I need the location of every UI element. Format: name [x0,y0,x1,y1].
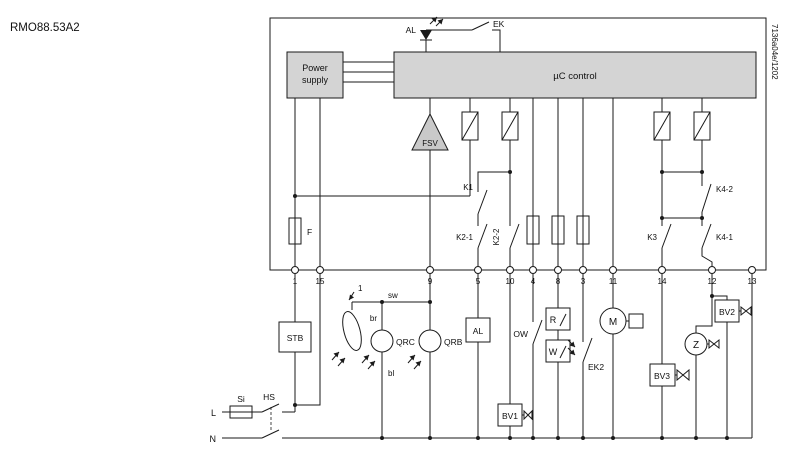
si-fuse-label: Si [237,394,245,404]
alarm-lamp-box [465,317,491,343]
internal-wiring [294,21,713,270]
terminal-label-8: 8 [556,277,561,286]
thermostat-r-label: R [550,315,557,325]
bv3-label: BV3 [654,371,670,381]
motor-aux-box [628,313,644,329]
wire-bl-label: bl [388,369,394,378]
terminal-3 [579,266,587,274]
fsv-triangle [411,112,449,151]
bv2-label: BV2 [719,307,735,317]
bv1-valve-icon [522,409,533,421]
relay-k4-1-label: K4-1 [716,233,733,242]
relay-coils [461,111,711,141]
junction-dots [293,170,729,440]
terminal-13 [748,266,756,274]
flame-sensor-body [342,311,362,351]
ow-contact-label: OW [513,329,528,339]
alarm-lamp-label: AL [473,326,484,336]
uc-control-label: µC control [553,71,597,82]
input-interface-boxes [526,215,590,245]
terminal-15 [316,266,324,274]
power-supply-label-1: Power [302,63,328,73]
thermostat-w-label: W [549,347,558,357]
motor-label: M [609,317,617,328]
terminal-label-5: 5 [476,277,481,286]
terminal-label-4: 4 [531,277,536,286]
bv3-valve-icon [675,368,690,382]
external-wiring [222,270,753,439]
wire-br-label: br [370,314,377,323]
terminal-label-15: 15 [316,277,325,286]
terminal-label-9: 9 [428,277,433,286]
terminal-label-12: 12 [708,277,717,286]
qrb-detector-icon [418,329,442,353]
qrc-label: QRC [396,337,415,347]
terminal-label-3: 3 [581,277,586,286]
fuse-icon [288,217,302,245]
line-label: L [211,408,216,418]
si-fuse-icon [229,405,253,419]
ignition-spark-icon [707,338,720,350]
terminal-label-13: 13 [748,277,757,286]
terminal-8 [554,266,562,274]
motor-icon [599,307,627,335]
terminal-12 [708,266,716,274]
controller-outline [269,17,767,271]
ek2-label: EK2 [588,362,604,372]
thermostat-r-box [545,307,571,331]
alarm-led-icon [420,16,444,41]
wire-sw-label: sw [388,291,398,300]
terminal-label-1: 1 [293,277,298,286]
terminal-11 [609,266,617,274]
power-supply-label-2: supply [302,75,329,85]
main-switch-label: HS [263,392,275,402]
terminal-label-10: 10 [506,277,515,286]
uc-control-block [393,51,757,99]
page-title: RMO88.53A2 [10,22,80,34]
alarm-led-label: AL [406,25,417,35]
thermostat-w-box [545,339,571,363]
terminal-label-14: 14 [658,277,667,286]
relay-k2-2-label: K2-2 [492,228,501,245]
doc-reference: 7136a04e/1202 [770,24,779,80]
terminal-4 [529,266,537,274]
bv2-valve-icon [739,305,752,317]
stb-label: STB [287,333,304,343]
power-supply-block [286,51,344,99]
fsv-label: FSV [422,139,438,148]
bv1-label: BV1 [502,411,518,421]
terminal-10 [506,266,514,274]
neutral-label: N [210,434,217,444]
terminal-1 [291,266,299,274]
terminal-row: 1 15 9 5 10 4 8 3 11 14 12 13 [291,266,757,286]
ek2-icon [567,339,576,356]
relay-k3-label: K3 [647,233,657,242]
terminal-label-11: 11 [609,277,618,286]
terminal-14 [658,266,666,274]
fuse-label: F [307,227,312,237]
flame-note-label: 1 [358,284,363,293]
stb-box [278,321,312,353]
reset-button-label: EK [493,19,505,29]
relay-k2-1-label: K2-1 [456,233,473,242]
ignition-label: Z [693,340,699,351]
qrb-label: QRB [444,337,463,347]
qrc-detector-icon [370,329,394,353]
terminal-5 [474,266,482,274]
flame-detector-group [331,291,442,370]
terminal-9 [426,266,434,274]
relay-k4-2-label: K4-2 [716,185,733,194]
relay-k1-label: K1 [463,183,473,192]
